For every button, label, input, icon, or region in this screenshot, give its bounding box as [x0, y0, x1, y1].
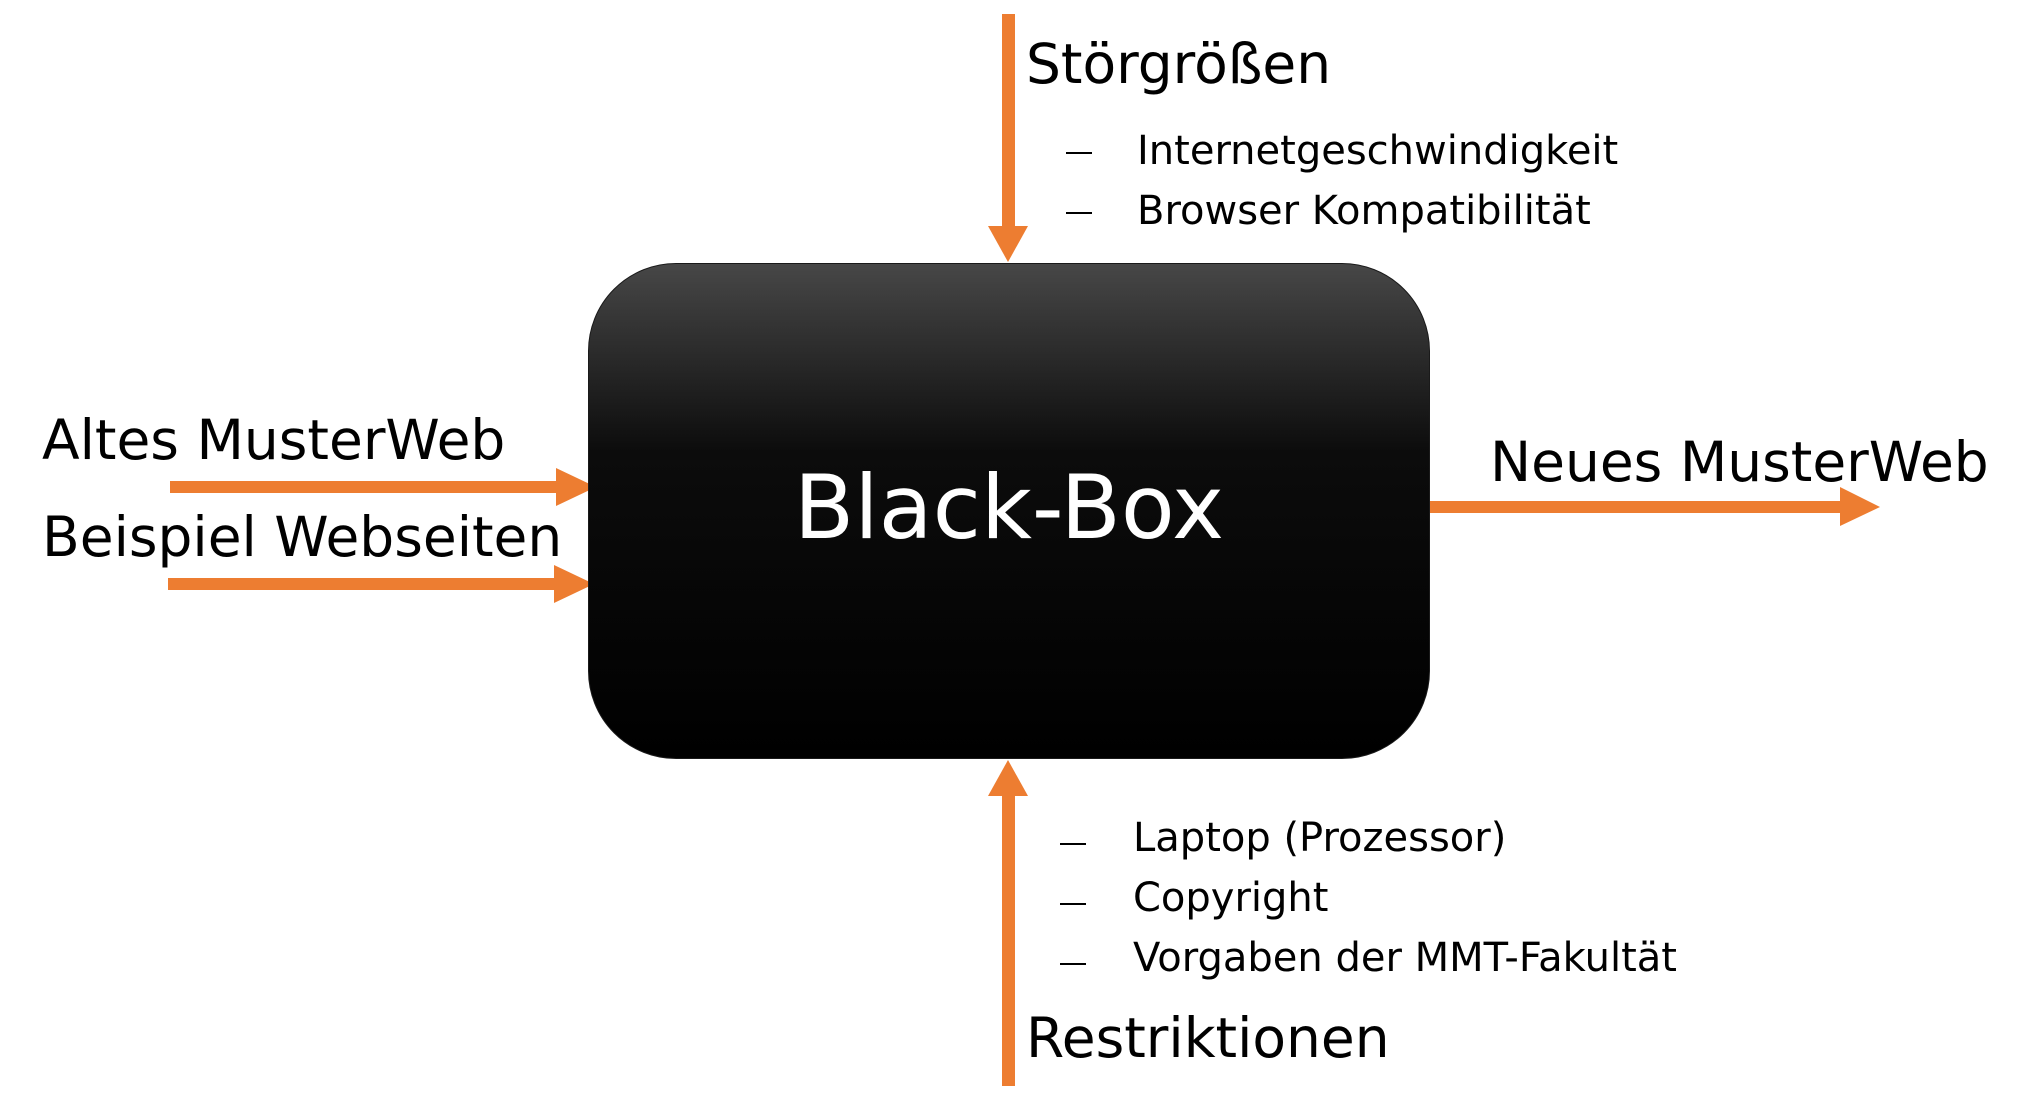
disturbance-item: Browser Kompatibilität — [1137, 188, 1591, 234]
input-label-altes-musterweb: Altes MusterWeb — [42, 408, 506, 472]
arrow-restrictions-shaft — [1002, 796, 1015, 1086]
restriction-item: Vorgaben der MMT-Fakultät — [1133, 935, 1677, 981]
arrow-restrictions-head — [988, 760, 1028, 796]
arrow-input-2-shaft — [168, 578, 554, 590]
arrow-disturbances-head — [988, 226, 1028, 262]
black-box — [588, 263, 1430, 759]
output-label-neues-musterweb: Neues MusterWeb — [1490, 430, 1989, 494]
arrow-input-1-shaft — [170, 481, 556, 493]
bullet-dash — [1060, 843, 1086, 845]
bullet-dash — [1060, 963, 1086, 965]
disturbances-title: Störgrößen — [1026, 32, 1332, 96]
black-box-label: Black-Box — [793, 456, 1225, 559]
arrow-input-1-head — [556, 468, 596, 506]
bullet-dash — [1066, 152, 1092, 154]
arrow-output-shaft — [1430, 501, 1840, 513]
bullet-dash — [1060, 903, 1086, 905]
bullet-dash — [1066, 212, 1092, 214]
restriction-item: Laptop (Prozessor) — [1133, 815, 1507, 861]
restrictions-title: Restriktionen — [1026, 1006, 1390, 1070]
input-label-beispiel-webseiten: Beispiel Webseiten — [42, 505, 563, 569]
arrow-disturbances-shaft — [1002, 14, 1015, 226]
disturbance-item: Internetgeschwindigkeit — [1137, 128, 1619, 174]
arrow-output-head — [1840, 487, 1880, 526]
arrow-input-2-head — [554, 565, 594, 603]
restriction-item: Copyright — [1133, 875, 1329, 921]
